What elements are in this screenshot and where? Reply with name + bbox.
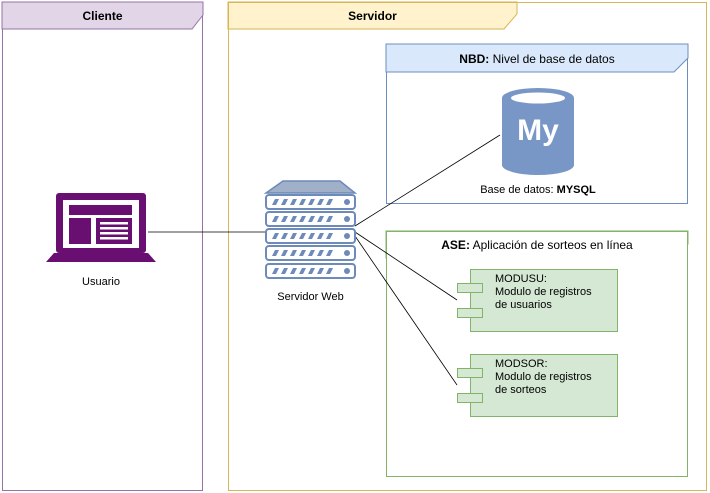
ase-package-title: ASE: Aplicación de sorteos en línea <box>386 232 688 258</box>
database-label-prefix: Base de datos: <box>480 184 557 196</box>
ase-title-text: Aplicación de sorteos en línea <box>469 238 633 252</box>
server-lane <box>228 2 707 491</box>
nbd-title-text: Nivel de base de datos <box>489 52 615 66</box>
modsor-text: MODSOR: Modulo de registros de sorteos <box>495 358 592 396</box>
nbd-package-title: NBD: Nivel de base de datos <box>386 46 688 72</box>
server-db-connector <box>354 134 501 227</box>
modsor-port-top <box>457 368 483 378</box>
nbd-title-bold: NBD: <box>459 52 490 66</box>
web-server-label: Servidor Web <box>277 291 344 303</box>
ase-title-bold: ASE: <box>441 238 470 252</box>
modusu-component <box>470 269 618 332</box>
nbd-package-header <box>385 43 689 73</box>
server-modsor-connector <box>354 235 458 386</box>
modusu-port-bottom <box>457 308 483 318</box>
client-lane-header <box>1 1 204 30</box>
server-modusu-connector <box>354 231 458 301</box>
server-lane-title: Servidor <box>348 8 397 23</box>
user-label: Usuario <box>82 276 120 288</box>
mysql-logo-text: My <box>517 114 559 147</box>
database-label-bold: MYSQL <box>556 184 596 196</box>
modsor-component <box>470 354 618 417</box>
modsor-port-bottom <box>457 393 483 403</box>
modusu-text: MODUSU: Modulo de registros de usuarios <box>495 273 592 311</box>
client-lane-title: Cliente <box>82 8 123 23</box>
database-label: Base de datos: MYSQL <box>440 184 636 196</box>
modusu-port-top <box>457 283 483 293</box>
